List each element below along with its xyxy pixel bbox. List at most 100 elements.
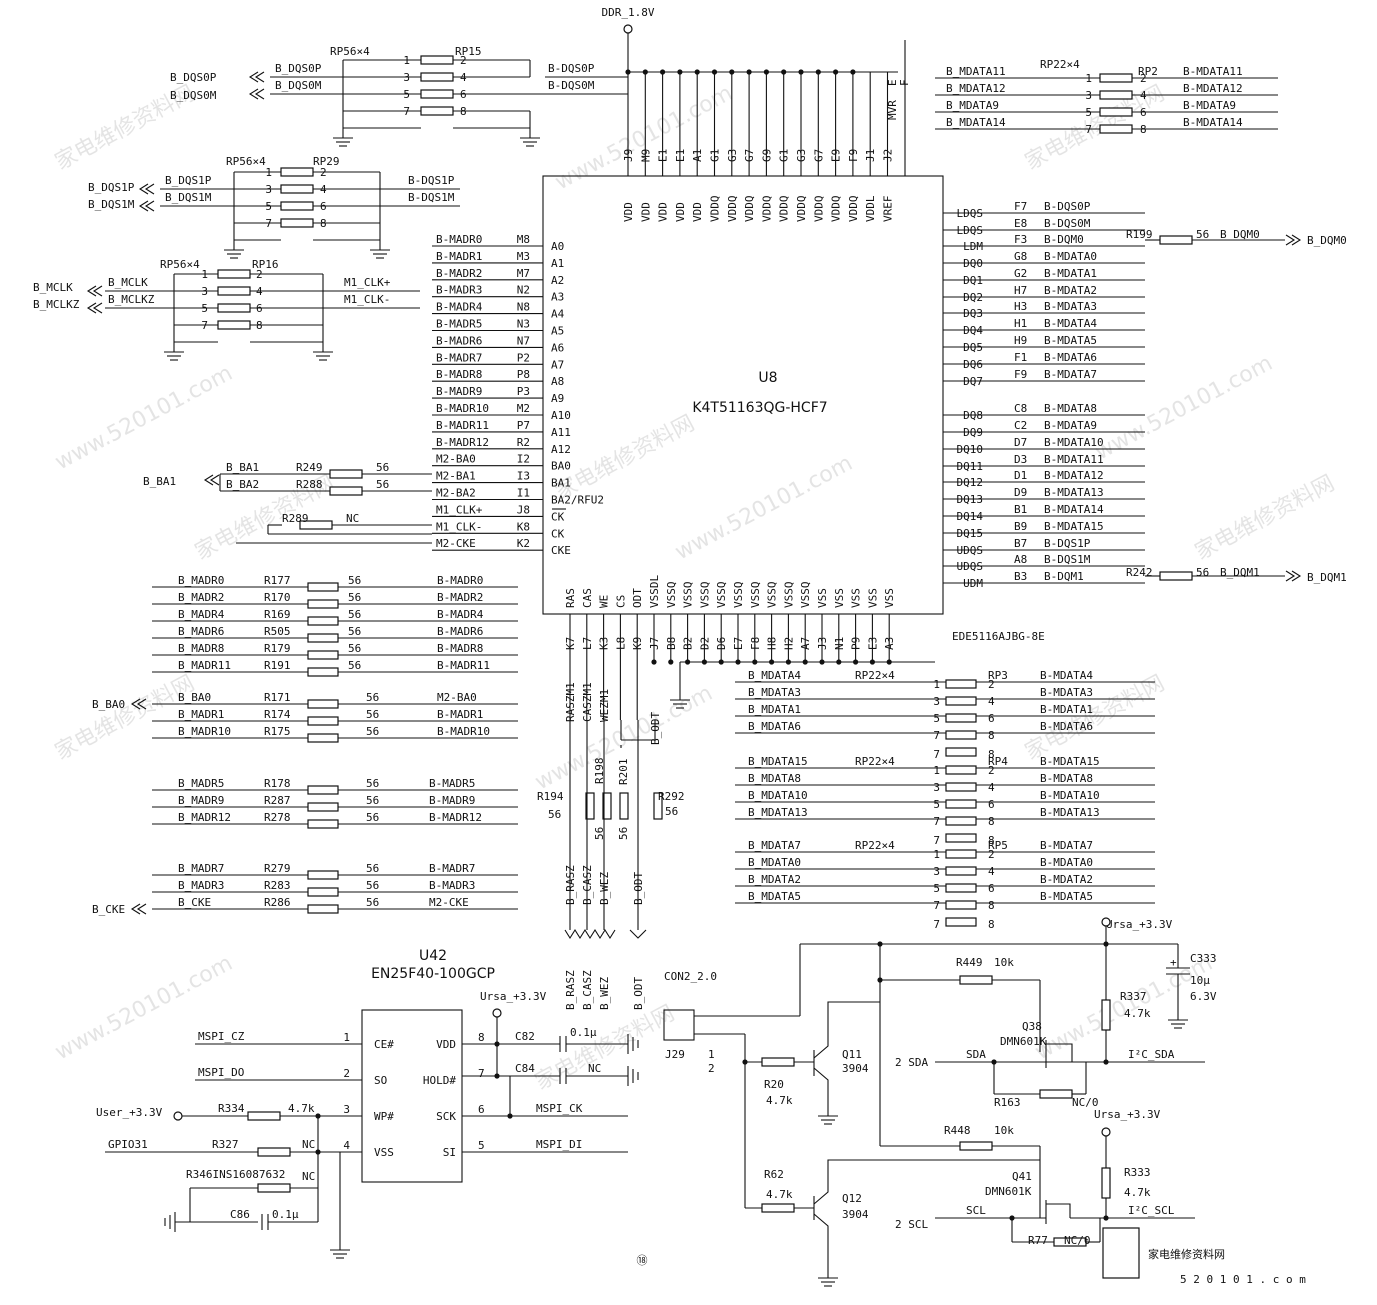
addr-right: M2-CKE [429, 896, 469, 909]
logo-box [1102, 1227, 1140, 1279]
rp3-pin: 2 [988, 678, 995, 691]
c82-ref: C82 [515, 1030, 535, 1043]
rp4-pin: 8 [988, 834, 995, 847]
left-ball: N2 [517, 284, 530, 297]
top-pin-name: VDDQ [795, 196, 808, 223]
bottom-pin-name: VSSQ [782, 582, 795, 609]
watermark-text: www.520101.com [671, 451, 857, 566]
rp4-left: B_MDATA10 [748, 789, 808, 802]
junction-dot [1103, 941, 1109, 947]
right-net: B-MDATA8 [1044, 402, 1097, 415]
junction-dot [711, 69, 718, 75]
c333-ref: C333 [1190, 952, 1217, 965]
r333-val: 4.7k [1124, 1186, 1151, 1199]
r163-ref: R163 [994, 1096, 1021, 1109]
r242-ref: R242 [1126, 566, 1153, 579]
rp29-resistor [280, 184, 314, 194]
port-arrow [1285, 570, 1302, 582]
left-pin-name: CK [551, 527, 565, 540]
rp3-pin: 5 [933, 712, 940, 725]
scl-in: SCL [966, 1204, 986, 1217]
rp5-ref: RP5 [988, 839, 1008, 852]
con-ref: CON2_2.0 [664, 970, 717, 983]
left-pin-name: CK [551, 510, 565, 523]
rp5-right: B-MDATA7 [1040, 839, 1093, 852]
bottom-pin-name: WE [598, 595, 611, 608]
right-net: B-MDATA15 [1044, 520, 1104, 533]
rp3-pin: 6 [988, 712, 995, 725]
bottom-pin-name: VSSQ [749, 582, 762, 609]
rp3-pin: 4 [988, 695, 995, 708]
r20-val: 4.7k [766, 1094, 793, 1107]
port-b-dqm1: B_DQM1 [1307, 571, 1347, 584]
bottom-pin-name: VSSQ [766, 582, 779, 609]
top-ball: G1 [709, 149, 722, 162]
r163-resistor [1039, 1089, 1073, 1099]
addr-resistor [307, 699, 339, 709]
bottom-pin-name: CS [614, 595, 627, 608]
addr-ref: R505 [264, 625, 291, 638]
rp15-left: B_DQS0M [275, 79, 322, 92]
addr-right: B-MADR3 [429, 879, 475, 892]
top-pin-name: VDDQ [760, 196, 773, 223]
rp5-resistor [945, 900, 977, 910]
rp4-resistor [945, 833, 977, 843]
addr-val: 56 [348, 574, 361, 587]
ctrl-resistor [585, 792, 595, 820]
left-pin-name: A5 [551, 325, 564, 338]
addr-right: M2-BA0 [437, 691, 477, 704]
junction-dot [781, 69, 787, 75]
left-ball: K8 [517, 520, 530, 533]
bottom-pin-name: VSSQ [732, 582, 745, 609]
r77-ref: R77 [1028, 1234, 1048, 1247]
addr-left: B_MADR11 [178, 659, 231, 672]
right-net: B-MDATA6 [1044, 351, 1097, 364]
rp29-resistor [280, 218, 314, 228]
rp15-resistor [420, 89, 454, 99]
junction-dot [819, 659, 825, 665]
junction-dot [798, 69, 804, 75]
r346-resistor [257, 1183, 291, 1193]
r449-ref: R449 [956, 956, 983, 969]
rp15-ref: RP15 [455, 45, 482, 58]
right-net: B-MDATA13 [1044, 486, 1104, 499]
j29-pin: 2 [708, 1062, 715, 1075]
rp15-right: B-DQS0M [548, 79, 595, 92]
top-ball: F9 [847, 149, 860, 162]
rp2-right: B-MDATA12 [1183, 82, 1243, 95]
top-pin-name: VDDQ [830, 196, 843, 223]
rp16-ref: RP16 [252, 258, 279, 271]
ctrl-net: CASZM1 [581, 682, 594, 722]
r62-val: 4.7k [766, 1188, 793, 1201]
u42-left-pin: CE# [374, 1038, 394, 1051]
r327-ref: R327 [212, 1138, 239, 1151]
left-pin-name: A9 [551, 392, 564, 405]
left-net: B-MADR6 [436, 334, 482, 347]
ursa-rail-2: Ursa_+3.3V [1106, 918, 1173, 931]
mspi-di: MSPI_DI [536, 1138, 582, 1151]
right-ball: B1 [1014, 503, 1027, 516]
bottom-pin-name: VSS [833, 588, 846, 608]
r289-val: NC [346, 512, 359, 525]
left-net: B-MADR4 [436, 301, 483, 314]
bottom-ball: D2 [698, 637, 711, 650]
bus-break [629, 929, 647, 939]
ctrl-bottom-2: B_ODT [632, 977, 645, 1010]
addr-ref: R178 [264, 777, 291, 790]
left-pin-name: BA0 [551, 460, 571, 473]
c333-val: 10μ [1190, 974, 1210, 987]
top-pin-name: VDD [639, 202, 652, 222]
r62-ref: R62 [764, 1168, 784, 1181]
u42-left-pin: SO [374, 1074, 387, 1087]
junction-dot [836, 659, 842, 665]
ctrl-bottom: B_CASZ [581, 865, 594, 905]
junction-dot [507, 1113, 513, 1119]
top-pin-name: VDDQ [743, 196, 756, 223]
addr-val: 56 [366, 879, 379, 892]
rp5-pin: 3 [933, 865, 940, 878]
left-net: B-MADR0 [436, 233, 482, 246]
port-arrow [86, 285, 103, 297]
junction-dot [735, 659, 741, 665]
addr-ref: R175 [264, 725, 291, 738]
rp4-pin: 3 [933, 781, 940, 794]
